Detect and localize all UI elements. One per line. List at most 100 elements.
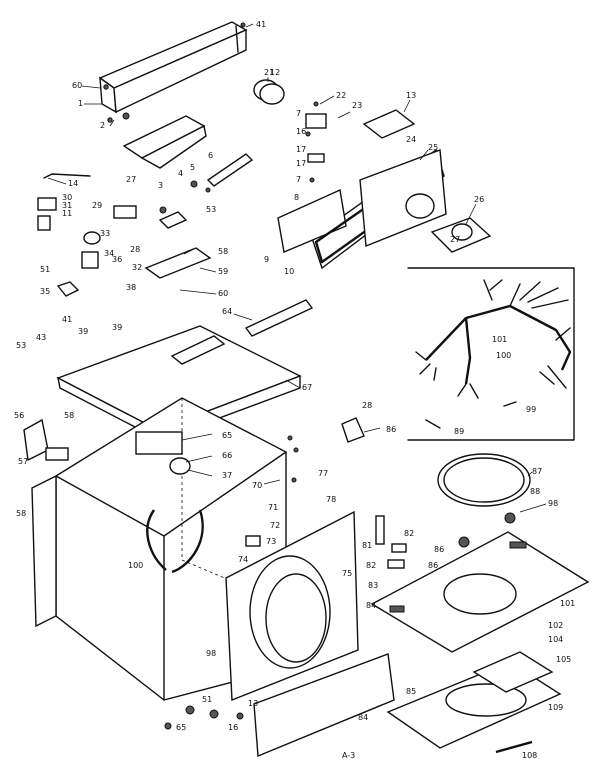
base-tub-parts	[370, 453, 590, 653]
callout-71: 78	[326, 495, 336, 504]
leader-lines	[47, 23, 547, 513]
callout-43b: 51	[40, 265, 50, 274]
callout-100b: 102	[548, 621, 563, 630]
callout-101: 104	[548, 635, 563, 644]
callout-29: 30	[62, 193, 72, 202]
callout-99: 101	[560, 599, 575, 608]
callout-55: 67	[302, 383, 312, 392]
callout-45: 58	[64, 411, 74, 420]
callout-85: 89	[454, 427, 464, 436]
callout-7: 7	[296, 109, 301, 118]
callout-57: 71	[268, 503, 278, 512]
callout-44: 60	[72, 81, 82, 90]
callout-18: 21	[264, 68, 274, 77]
callout-30: 31	[62, 201, 72, 210]
callout-40: 41	[62, 315, 72, 324]
callout-22: 24	[406, 135, 416, 144]
callout-4: 4	[178, 169, 183, 178]
callout-54: 66	[222, 451, 232, 460]
callout-23: 25	[428, 143, 438, 152]
timer-knob	[253, 79, 285, 105]
base-plate-parts	[386, 651, 562, 754]
callout-42: 43	[36, 333, 46, 342]
callout-47: 57	[18, 457, 28, 466]
callout-100: 100	[128, 561, 143, 570]
callout-74: 83	[368, 581, 378, 590]
callout-86: 98	[548, 499, 558, 508]
callout-72: 81	[362, 541, 372, 550]
callout-53: 65	[222, 431, 232, 440]
callout-89: 101	[492, 335, 507, 344]
switch-assembly	[37, 173, 212, 297]
callout-26: 28	[130, 245, 140, 254]
callout-88: 100	[496, 351, 511, 360]
callout-2: 2	[100, 121, 105, 130]
callout-13b: 13	[248, 699, 258, 708]
callout-81: 86	[428, 561, 438, 570]
knob-assembly	[430, 217, 492, 253]
callout-82: 86	[386, 425, 396, 434]
callout-43: 53	[206, 205, 216, 214]
callout-14: 14	[68, 179, 78, 188]
callout-34: 35	[40, 287, 50, 296]
callout-104: 108	[522, 751, 537, 760]
callout-9: 9	[264, 255, 269, 264]
callout-27: 27	[126, 175, 136, 184]
callout-60: 74	[238, 555, 248, 564]
callout-25: 27	[450, 235, 460, 244]
left-panel-parts	[23, 418, 69, 462]
callout-12: 12	[270, 68, 280, 77]
callout-64: 65	[176, 723, 186, 732]
callout-10: 10	[284, 267, 294, 276]
callout-24: 26	[474, 195, 484, 204]
callout-16b: 16	[228, 723, 238, 732]
callout-105: 109	[548, 703, 563, 712]
callout-31: 32	[132, 263, 142, 272]
callout-78: 85	[406, 687, 416, 696]
callout-87: 99	[526, 405, 536, 414]
right-hardware	[164, 417, 407, 730]
callout-84: 88	[530, 487, 540, 496]
callout-49: 58	[218, 247, 228, 256]
front-panel-door	[225, 510, 359, 702]
callout-80: 86	[434, 545, 444, 554]
callout-21: 23	[352, 101, 362, 110]
callout-7b: 7	[296, 175, 301, 184]
wiring-harness-inset	[407, 267, 575, 441]
callout-labels: 41 60 1 2 21 22 23 13 7 16 24 25 17 17 7…	[14, 20, 575, 760]
callout-28: 29	[92, 201, 102, 210]
callout-1: 1	[78, 99, 83, 108]
figure-code: A-3	[342, 751, 355, 760]
callout-67: 75	[342, 569, 352, 578]
callout-102: 105	[556, 655, 571, 664]
callout-52: 64	[222, 307, 232, 316]
callout-5: 5	[190, 163, 195, 172]
callout-33: 34	[104, 249, 114, 258]
callout-77: 84	[358, 713, 368, 722]
callout-32: 33	[100, 229, 110, 238]
callout-36: 37	[222, 471, 232, 480]
lid-hinge	[244, 299, 314, 337]
console-hardware	[305, 101, 416, 183]
callout-59: 73	[266, 537, 276, 546]
callout-6: 6	[208, 151, 213, 160]
callout-39: 39	[78, 327, 88, 336]
callout-20: 22	[336, 91, 346, 100]
bracket-part	[122, 115, 207, 169]
callout-19: 17	[296, 145, 306, 154]
callout-46: 56	[14, 411, 24, 420]
callout-83: 87	[532, 467, 542, 476]
callout-8: 8	[294, 193, 299, 202]
callout-58: 72	[270, 521, 280, 530]
small-hardware	[122, 112, 254, 214]
callout-43c: 53	[16, 341, 26, 350]
callout-3: 3	[158, 181, 163, 190]
control-console-panel	[277, 148, 447, 270]
callout-79: 82	[404, 529, 414, 538]
toe-panel	[253, 653, 395, 758]
top-rail-part	[98, 21, 248, 123]
callout-70: 77	[318, 469, 328, 478]
callout-51: 60	[218, 289, 228, 298]
callout-38: 39	[112, 323, 122, 332]
